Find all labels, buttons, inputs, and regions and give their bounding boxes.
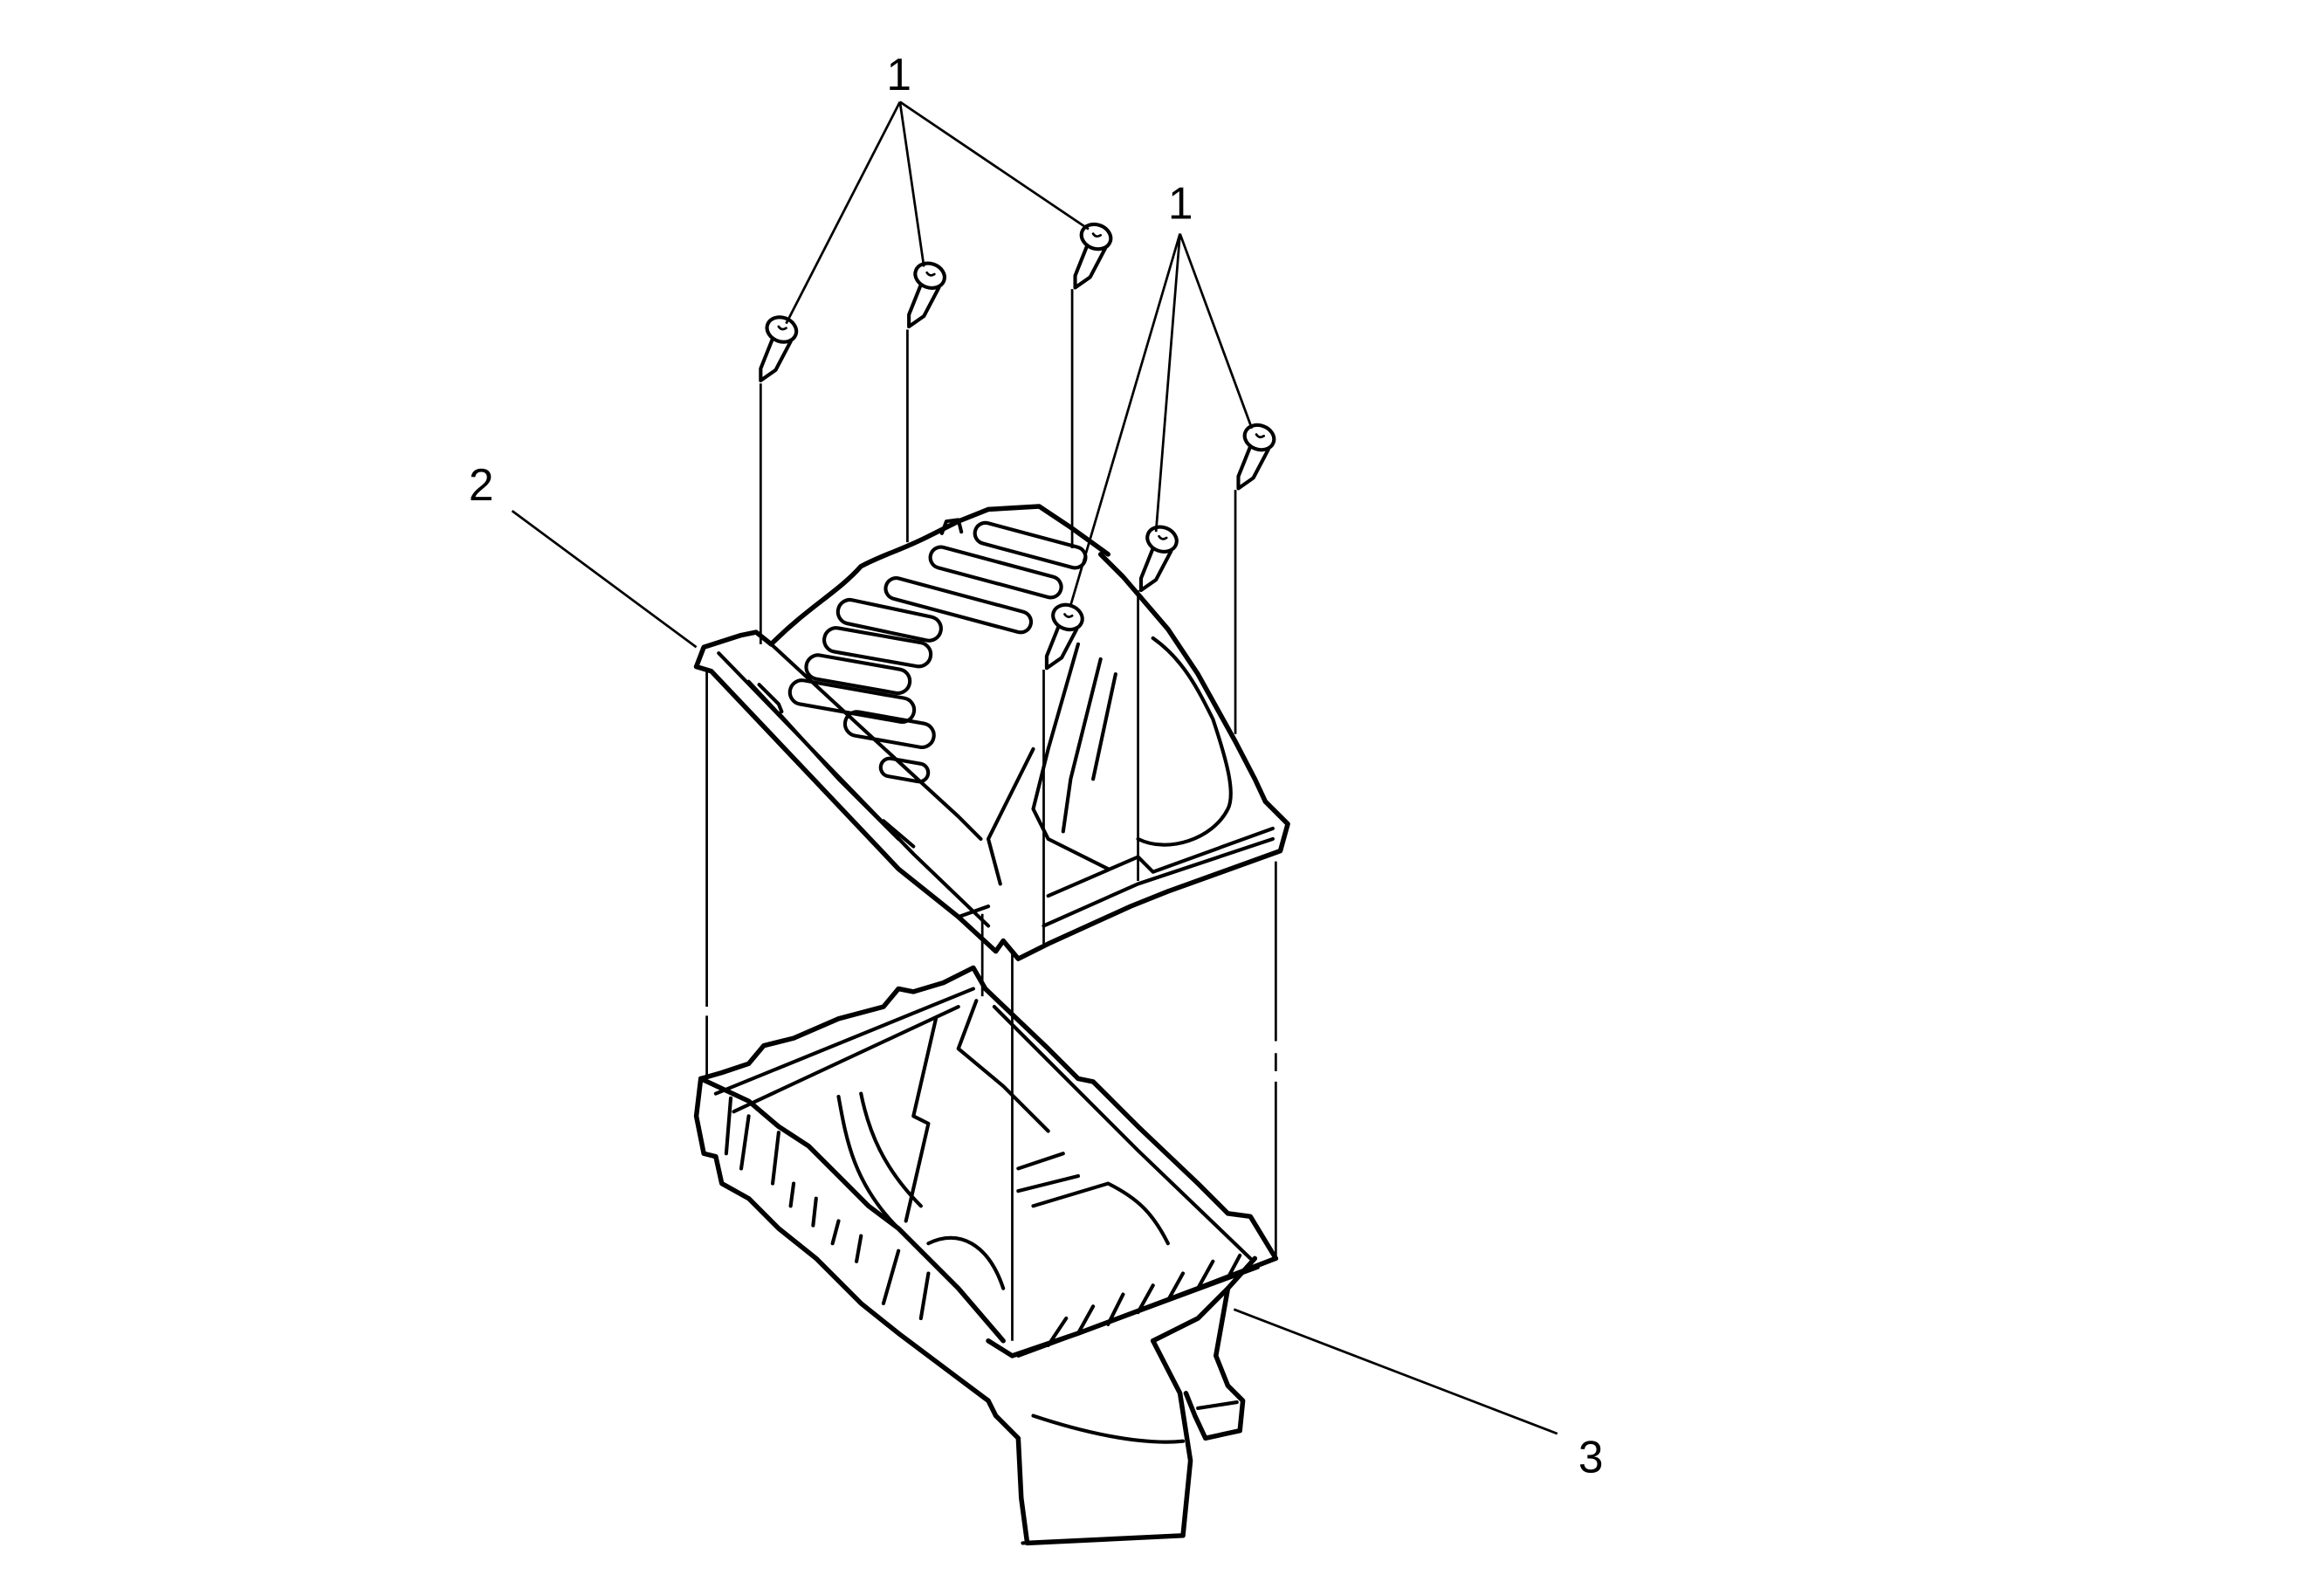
screw-icon bbox=[1236, 423, 1276, 491]
callout-1-left: 1 bbox=[785, 49, 1090, 325]
screw-icon bbox=[759, 315, 799, 382]
callout-label-3: 3 bbox=[1578, 1432, 1604, 1482]
callout-label-1-left: 1 bbox=[886, 49, 911, 100]
lower-housing bbox=[693, 965, 1279, 1546]
screw-icon bbox=[907, 261, 946, 329]
callout-label-2: 2 bbox=[469, 459, 494, 510]
screw-icon bbox=[1138, 525, 1179, 593]
callout-1-right: 1 bbox=[1069, 178, 1254, 606]
callout-2: 2 bbox=[469, 459, 698, 649]
callout-label-1-right: 1 bbox=[1168, 178, 1193, 229]
upper-housing bbox=[693, 504, 1290, 961]
screw-icon bbox=[1044, 602, 1084, 671]
screw-icon bbox=[1073, 222, 1113, 290]
callout-3: 3 bbox=[1233, 1308, 1604, 1482]
vent-slots bbox=[787, 520, 1088, 784]
